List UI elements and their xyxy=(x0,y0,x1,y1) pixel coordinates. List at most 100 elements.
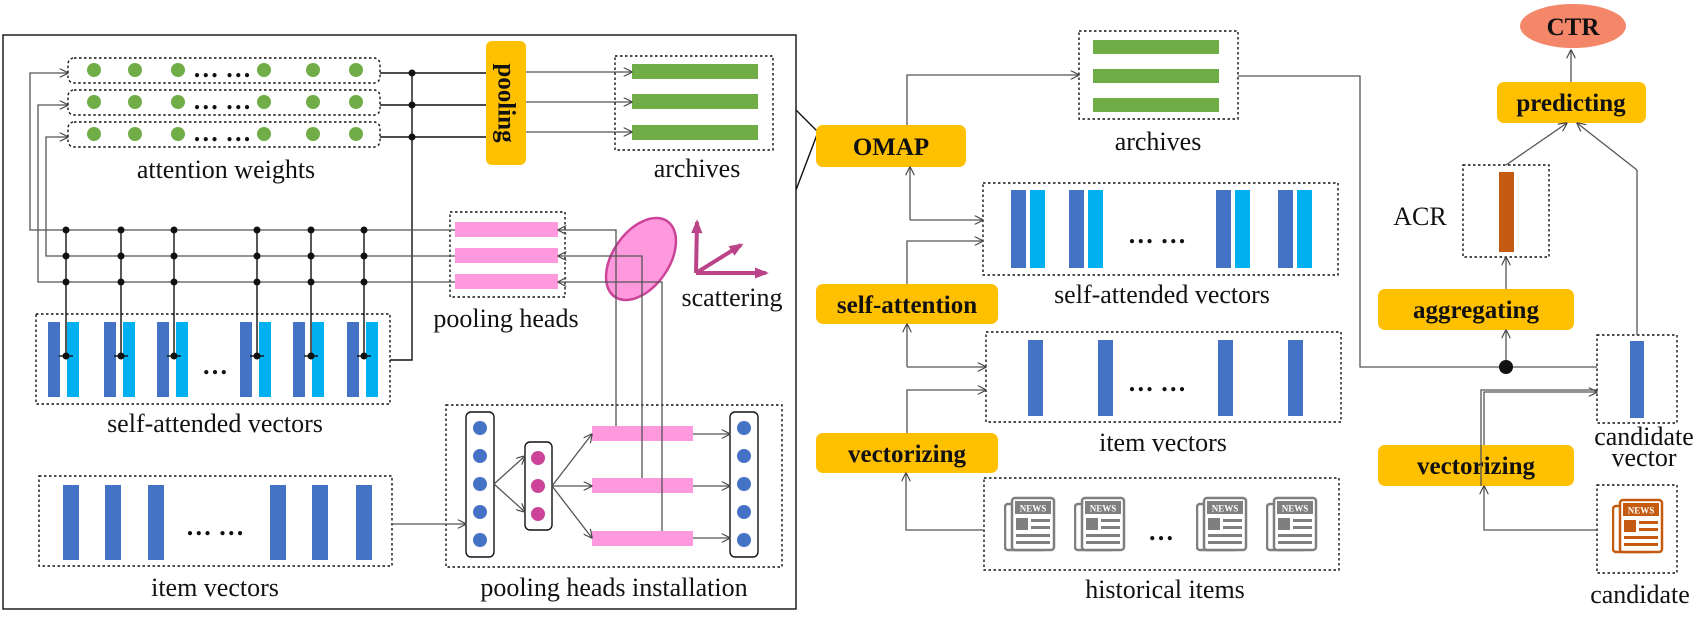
attention-dot xyxy=(128,127,142,141)
acr-label: ACR xyxy=(1393,202,1447,231)
left-self-attended-pairs xyxy=(48,322,378,397)
output-node xyxy=(737,449,751,463)
merge-node xyxy=(1499,360,1513,374)
left-archives-box xyxy=(614,55,774,151)
bus-node xyxy=(253,252,261,260)
right-vectorizing-box xyxy=(1378,445,1574,486)
light-vector-bar xyxy=(312,322,324,397)
item-vector-bar xyxy=(105,485,121,560)
item-vector-bar xyxy=(1028,340,1043,416)
news-icon xyxy=(1004,496,1056,552)
tap-node xyxy=(62,352,70,360)
bus-node xyxy=(117,252,125,260)
scattering-label: scattering xyxy=(681,283,782,312)
bus-node xyxy=(253,278,261,286)
bus-node xyxy=(117,278,125,286)
item-vector-bar xyxy=(1098,340,1113,416)
installation-head-2 xyxy=(592,478,693,493)
attention-dot xyxy=(87,95,101,109)
attention-ellipsis: … … xyxy=(193,54,252,83)
output-node xyxy=(737,477,751,491)
attention-dot xyxy=(171,95,185,109)
output-node xyxy=(737,421,751,435)
mid-item-vectors-box xyxy=(985,331,1342,423)
attention-dot xyxy=(257,127,271,141)
item-vector-bar xyxy=(1288,340,1303,416)
attention-weights-label: attention weights xyxy=(137,155,315,184)
light-vector-bar xyxy=(1235,190,1250,268)
right-vectorizing-label: vectorizing xyxy=(1417,453,1536,480)
light-vector-bar xyxy=(1297,190,1312,268)
tap-node xyxy=(307,352,315,360)
dark-vector-bar xyxy=(157,322,169,397)
news-icon xyxy=(1074,496,1126,552)
input-node xyxy=(473,421,487,435)
dark-vector-bar xyxy=(104,322,116,397)
left-item-ellipsis: … … xyxy=(186,512,245,541)
attention-dot xyxy=(171,63,185,77)
acr-bar xyxy=(1499,172,1514,252)
input-node xyxy=(473,533,487,547)
candidate-vector-label-2: vector xyxy=(1612,443,1677,472)
attention-dot xyxy=(349,95,363,109)
attention-dot xyxy=(257,95,271,109)
mid-archives-label: archives xyxy=(1115,127,1202,156)
bus-node xyxy=(360,252,368,260)
pooling-head-bar-3 xyxy=(455,274,558,289)
bus-node xyxy=(307,278,315,286)
item-vector-bar xyxy=(312,485,328,560)
predicting-label: predicting xyxy=(1516,90,1626,117)
item-vector-bar xyxy=(148,485,164,560)
mid-item-bars xyxy=(1028,340,1303,416)
attention-ellipsis: … … xyxy=(193,118,252,147)
left-panel-connections xyxy=(29,70,730,539)
mid-archive-bar-3 xyxy=(1093,98,1219,112)
tap-node xyxy=(170,352,178,360)
aggregating-box xyxy=(1378,289,1574,330)
bus-node xyxy=(170,226,178,234)
candidate-vector-bar xyxy=(1630,341,1644,418)
attention-dot xyxy=(87,127,101,141)
mid-archive-bar-2 xyxy=(1093,69,1219,83)
dark-vector-bar xyxy=(1216,190,1231,268)
hidden-node xyxy=(531,479,545,493)
left-archive-bar-3 xyxy=(632,125,758,140)
installation-box xyxy=(445,404,783,568)
historical-items-box xyxy=(983,477,1340,571)
right-panel-connections xyxy=(1481,50,1638,531)
ctr-ellipse xyxy=(1520,4,1626,48)
light-vector-bar xyxy=(67,322,79,397)
news-icon xyxy=(1612,498,1664,554)
light-vector-bar xyxy=(366,322,378,397)
left-self-attended-label: self-attended vectors xyxy=(107,409,323,438)
installation-label: pooling heads installation xyxy=(480,573,747,602)
mid-self-attended-label: self-attended vectors xyxy=(1054,280,1270,309)
item-vector-bar xyxy=(356,485,372,560)
mid-sav-ellipsis: … … xyxy=(1128,220,1187,249)
input-node xyxy=(473,505,487,519)
attention-weight-rows: … …… …… … xyxy=(67,54,381,148)
tap-node xyxy=(360,352,368,360)
candidate-vector-label-1: candidate xyxy=(1594,422,1694,451)
attention-dot xyxy=(171,127,185,141)
candidate-label: candidate xyxy=(1590,580,1690,609)
omap-detail-frame xyxy=(2,34,797,610)
left-self-attended-box xyxy=(35,313,391,405)
bus-node xyxy=(170,278,178,286)
installation-head-3 xyxy=(592,531,693,546)
hidden-node xyxy=(531,507,545,521)
tap-node xyxy=(253,352,261,360)
light-vector-bar xyxy=(1088,190,1103,268)
attention-dot xyxy=(349,63,363,77)
left-item-vectors-label: item vectors xyxy=(151,573,279,602)
bus-node xyxy=(62,252,70,260)
light-vector-bar xyxy=(259,322,271,397)
mid-item-vectors-label: item vectors xyxy=(1099,428,1227,457)
item-vector-bar xyxy=(63,485,79,560)
bus-node xyxy=(62,278,70,286)
pooling-head-bar-2 xyxy=(455,248,558,263)
attention-dot xyxy=(306,63,320,77)
input-node xyxy=(473,449,487,463)
